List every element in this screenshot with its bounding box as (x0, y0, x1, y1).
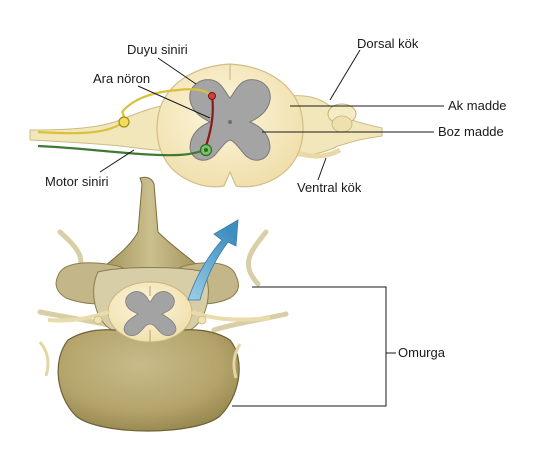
gray-matter (189, 79, 271, 161)
leader-lines (99, 49, 444, 407)
spinous-process (96, 176, 206, 273)
sensory-nerve-path-2 (121, 88, 213, 113)
vertebra-right-process (211, 229, 289, 333)
vertebra (37, 176, 289, 432)
label-motor-nerve: Motor siniri (45, 174, 109, 189)
label-gray-matter: Boz madde (438, 124, 504, 139)
label-white-matter: Ak madde (448, 98, 507, 113)
label-spine: Omurga (398, 345, 446, 360)
enlarged-spinal-cord (29, 63, 383, 188)
motor-nerve-path (37, 144, 205, 157)
interneuron-cell (208, 92, 216, 100)
small-gray-matter (123, 291, 177, 336)
vertebral-body (57, 329, 240, 432)
small-spinal-cord (107, 281, 193, 343)
small-nerve-left (47, 310, 109, 323)
label-ventral-root: Ventral kök (297, 180, 362, 195)
label-sensory-nerve: Duyu siniri (127, 42, 188, 57)
label-interneuron: Ara nöron (93, 71, 150, 86)
small-nerve-right (191, 310, 271, 322)
sensory-ganglion-cell (118, 116, 130, 128)
label-dorsal-root: Dorsal kök (357, 36, 419, 51)
zoom-arrow (187, 219, 239, 301)
dorsal-root-ganglion-lower (331, 115, 353, 133)
